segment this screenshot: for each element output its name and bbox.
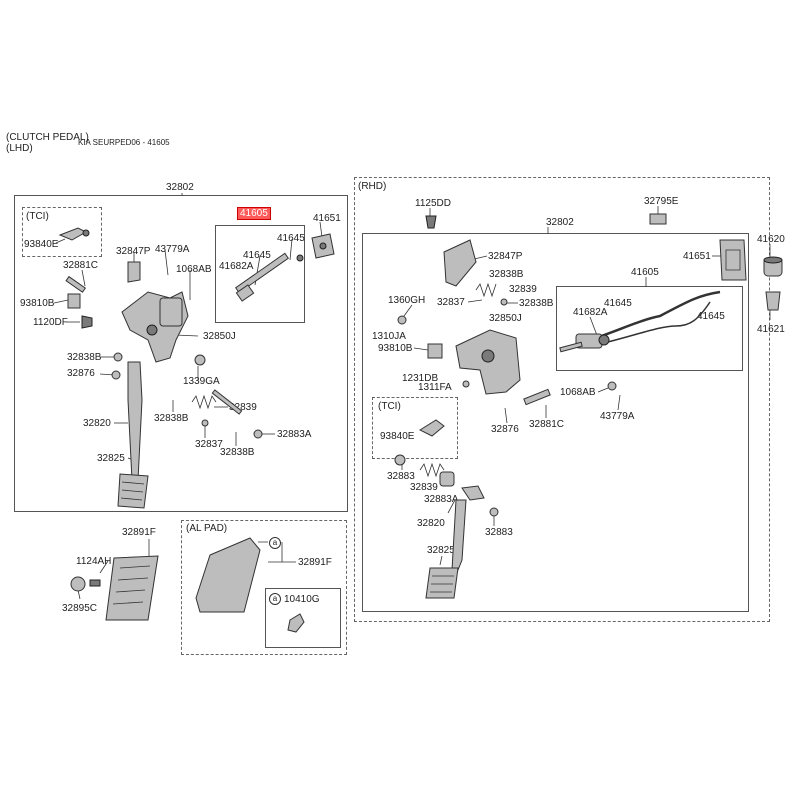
rhd-label[interactable]: 32795E [644, 196, 679, 207]
callout-a-1: a [269, 537, 281, 549]
callout-a-2: a [269, 593, 281, 605]
lhd-label[interactable]: 32838B [67, 352, 102, 363]
lhd-label[interactable]: 93840E [24, 239, 59, 250]
rhd-label[interactable]: 32838B [519, 298, 554, 309]
rhd-label[interactable]: 41651 [683, 251, 711, 262]
lhd-label[interactable]: 32820 [83, 418, 111, 429]
rhd-assembly-label[interactable]: 32802 [546, 217, 574, 228]
lhd-label[interactable]: 32876 [67, 368, 95, 379]
rhd-label[interactable]: 32883 [387, 471, 415, 482]
rhd-label[interactable]: 32820 [417, 518, 445, 529]
rhd-label[interactable]: 1125DD [415, 198, 451, 209]
rhd-41605-subframe [556, 286, 743, 371]
lhd-41605-subframe [215, 225, 305, 323]
rhd-label[interactable]: 32876 [491, 424, 519, 435]
lhd-label[interactable]: 32825 [97, 453, 125, 464]
al-pad-label[interactable]: 32891F [298, 557, 332, 568]
lhd-label[interactable]: 32881C [63, 260, 99, 271]
rhd-label[interactable]: 32883 [485, 527, 513, 538]
rhd-label[interactable]: 1360GH [388, 295, 426, 306]
rhd-label[interactable]: 43779A [600, 411, 635, 422]
rhd-label[interactable]: 93840E [380, 431, 415, 442]
lhd-label[interactable]: 32850J [203, 331, 236, 342]
lhd-label[interactable]: 32838B [154, 413, 189, 424]
lhd-tci-box [22, 207, 102, 257]
rhd-label[interactable]: 32839 [410, 482, 438, 493]
lhd-label[interactable]: 32847P [116, 246, 151, 257]
lhd-label[interactable]: 1068AB [176, 264, 212, 275]
rhd-label[interactable]: 32839 [509, 284, 537, 295]
rhd-frame-outer [354, 177, 770, 622]
lhd-label[interactable]: 32839 [229, 402, 257, 413]
rhd-label[interactable]: 93810B [378, 343, 413, 354]
pad-label[interactable]: 32891F [122, 527, 156, 538]
rhd-parts [394, 213, 783, 599]
pad-label[interactable]: 32895C [62, 603, 98, 614]
lhd-frame [14, 195, 348, 512]
diagram-subtitle: (LHD) [6, 143, 33, 154]
rhd-label[interactable]: 41621 [757, 324, 785, 335]
al-pad-parts [195, 537, 305, 633]
lhd-label[interactable]: 93810B [20, 298, 55, 309]
rhd-title: (RHD) [358, 181, 387, 192]
al-pad-clip-box [265, 588, 341, 648]
rhd-label[interactable]: 32881C [529, 419, 565, 430]
rhd-label[interactable]: 41645 [604, 298, 632, 309]
rhd-label[interactable]: 41645 [697, 311, 725, 322]
lhd-label[interactable]: 41645 [277, 233, 305, 244]
lhd-leader-lines [53, 193, 323, 600]
lhd-parts [58, 227, 335, 509]
rhd-label[interactable]: 32837 [437, 297, 465, 308]
al-pad-title: (AL PAD) [186, 523, 228, 534]
lhd-label[interactable]: 41645 [243, 250, 271, 261]
rhd-label[interactable]: 32825 [427, 545, 455, 556]
rhd-label[interactable]: 32883A [424, 494, 459, 505]
lhd-label[interactable]: 43779A [155, 244, 190, 255]
lhd-tci-label: (TCI) [26, 211, 49, 222]
al-pad-label[interactable]: 10410G [284, 594, 320, 605]
highlighted-part-41605[interactable]: 41605 [237, 207, 271, 220]
pad-label[interactable]: 1124AH [76, 556, 112, 567]
lhd-label[interactable]: 41682A [219, 261, 254, 272]
rhd-label[interactable]: 1311FA [418, 382, 452, 393]
lhd-label[interactable]: 41651 [313, 213, 341, 224]
rhd-label[interactable]: 41605 [631, 267, 659, 278]
lhd-label[interactable]: 1120DF [33, 317, 68, 328]
rhd-label[interactable]: 41682A [573, 307, 608, 318]
diagram-title: (CLUTCH PEDAL) [6, 132, 89, 143]
rhd-label[interactable]: 1231DB [402, 373, 439, 384]
rhd-label[interactable]: 41620 [757, 234, 785, 245]
rhd-label[interactable]: 1068AB [560, 387, 596, 398]
lhd-assembly-label[interactable]: 32802 [166, 182, 194, 193]
source-ref: KIA SEURPED06 - 41605 [78, 138, 170, 147]
rhd-label[interactable]: 32850J [489, 313, 522, 324]
pad-parts [70, 555, 159, 621]
rhd-tci-label: (TCI) [378, 401, 401, 412]
al-pad-box [181, 520, 347, 655]
lhd-label[interactable]: 1339GA [183, 376, 220, 387]
lhd-label[interactable]: 32837 [195, 439, 223, 450]
rhd-tci-box [372, 397, 458, 459]
rhd-label[interactable]: 32838B [489, 269, 524, 280]
rhd-label[interactable]: 1310JA [372, 331, 406, 342]
rhd-label[interactable]: 32847P [488, 251, 523, 262]
rhd-frame [362, 233, 749, 612]
lhd-label[interactable]: 32838B [220, 447, 255, 458]
lhd-label[interactable]: 32883A [277, 429, 312, 440]
